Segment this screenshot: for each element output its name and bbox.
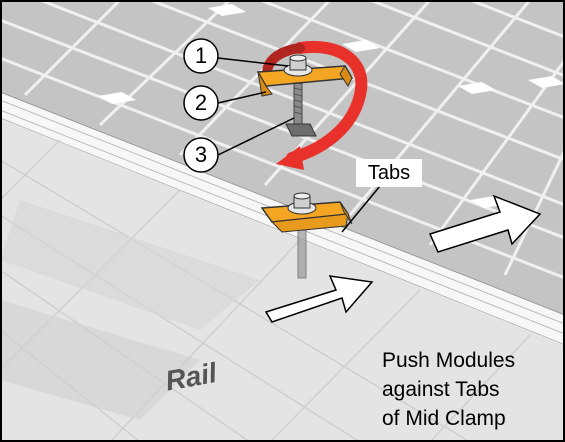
callout-circles [183,38,219,173]
upper-solar-module [0,0,565,315]
instruction-line-2: against Tabs [382,378,500,401]
callout-1: 1 [194,43,208,68]
push-arrow-icon [264,275,374,323]
tabs-label: Tabs [356,159,422,187]
callout-leaders [217,57,381,233]
callout-2: 2 [194,90,208,115]
instruction-line-3: of Mid Clamp [382,407,506,430]
instruction-line-1: Push Modules [382,349,516,372]
callout-3: 3 [194,142,208,167]
mid-clamp-upper [256,54,354,137]
instruction-note: Push Modules against Tabs of Mid Clamp [382,346,515,433]
lower-solar-module [0,118,565,442]
push-arrow-icon [428,194,542,253]
mid-clamp-lower [260,192,353,279]
